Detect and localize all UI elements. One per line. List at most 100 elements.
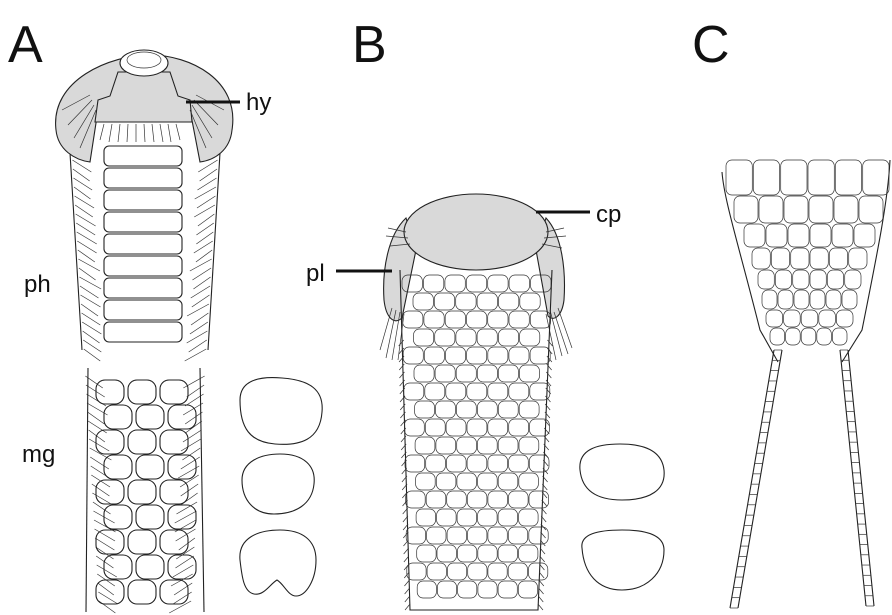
panel-b-cell-1 [580,444,664,500]
pharynx-segment [104,322,182,342]
funnel-cell [753,160,779,195]
funnel-cell [842,290,857,309]
funnel-cell [726,160,752,195]
midgut-cell [168,405,196,429]
tissue-cell [519,365,539,382]
tissue-cell [478,473,498,490]
pharynx-segment [104,300,182,320]
midgut-cell [104,505,132,529]
tissue-cell [498,329,518,346]
tissue-cell [435,365,455,382]
funnel-cell [784,196,808,223]
hair [78,259,100,271]
funnel-cell [810,224,831,247]
tissue-cell [498,437,518,454]
spine [405,604,410,610]
panel-a-pharynx [104,146,182,342]
tissue-cell [407,563,426,580]
tissue-cell [435,329,455,346]
funnel-cell [809,196,833,223]
tissue-cell [488,419,508,436]
midgut-cell [136,405,164,429]
spine [538,596,543,602]
panel-c-strands [730,350,874,608]
tissue-cell [436,437,456,454]
funnel-cell [786,328,801,345]
funnel-cell [829,248,847,269]
midgut-cell [160,580,188,604]
tissue-cell [477,365,497,382]
midgut-cell [104,555,132,579]
tissue-cell [509,419,529,436]
spine [547,364,552,370]
tissue-cell [508,527,527,544]
tissue-cell [488,311,508,328]
tissue-cell [498,581,517,598]
strand-edge [840,350,866,606]
tissue-cell [403,311,423,328]
panel-b-spines [399,340,553,610]
panel-a-cell-3 [240,530,316,596]
funnel-cell [766,224,787,247]
tissue-cell [519,509,539,526]
tissue-cell [509,347,529,364]
funnel-cell [759,196,783,223]
panel-a-mouth [120,50,168,76]
funnel-cell [832,224,853,247]
midgut-cell [168,505,196,529]
tissue-cell [416,509,436,526]
tissue-cell [445,311,465,328]
midgut-cell [136,455,164,479]
spine [405,596,410,602]
pharynx-segment [104,234,182,254]
funnel-cell [810,248,828,269]
funnel-cell [845,270,861,289]
hair [73,178,92,190]
midgut-cell [96,480,124,504]
tissue-cell [466,275,486,292]
funnel-cell [827,270,843,289]
tissue-cell [488,563,507,580]
funnel-cell [817,328,832,345]
tissue-cell [519,437,539,454]
panel-a-mg-right [200,368,204,612]
tissue-cell [498,401,518,418]
tissue-cell [436,473,456,490]
hair [183,376,204,388]
midgut-cell [160,480,188,504]
tissue-cell [488,527,507,544]
tissue-cell [423,275,443,292]
funnel-cell [849,248,867,269]
funnel-cell [810,290,825,309]
tissue-cell [424,347,444,364]
tissue-cell [446,419,466,436]
hair [194,205,215,217]
tissue-cell [446,347,466,364]
funnel-cell [826,290,841,309]
tissue-cell [456,365,476,382]
hair [194,241,213,253]
tissue-cell [414,329,434,346]
tissue-cell [425,383,445,400]
tissue-cell [457,509,477,526]
midgut-cell [136,505,164,529]
tissue-cell [405,455,425,472]
tissue-cell [417,581,436,598]
tissue-cell [509,275,529,292]
midgut-cell [160,530,188,554]
tissue-cell [509,383,529,400]
tissue-cell [467,347,487,364]
tissue-cell [467,419,487,436]
panel-a-label-hy: hy [246,89,271,116]
tissue-cell [456,293,476,310]
hair [97,565,117,577]
pharynx-segment [104,168,182,188]
tissue-cell [467,491,487,508]
midgut-cell [128,580,156,604]
hair [98,592,118,604]
pharynx-segment [104,146,182,166]
tissue-cell [477,437,497,454]
tissue-cell [426,491,446,508]
panel-a: A hy ph mg [8,16,322,613]
panel-b-cephalic-plate [404,194,548,270]
